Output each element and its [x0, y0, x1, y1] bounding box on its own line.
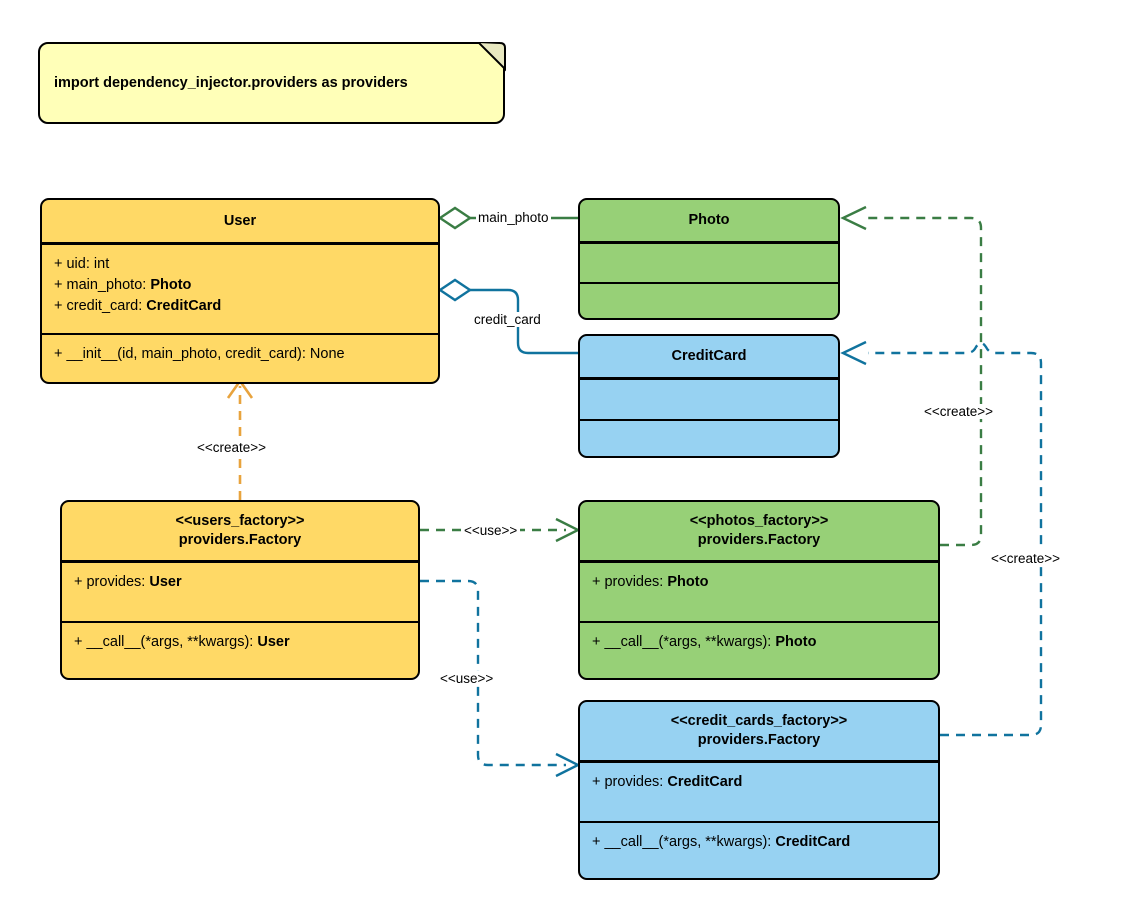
class-users-factory[interactable]: <<users_factory>> providers.Factory + pr… [60, 500, 420, 680]
class-photos-factory-methods: + __call__(*args, **kwargs): Photo [580, 623, 938, 678]
edge-label-photos-create: <<create>> [921, 404, 997, 419]
class-credit-cards-factory-methods: + __call__(*args, **kwargs): CreditCard [580, 823, 938, 878]
edge-label-main-photo: main_photo [476, 210, 551, 225]
class-credit-cards-factory-attributes: + provides: CreditCard [580, 763, 938, 821]
edge-label-users-use-cards: <<use>> [437, 671, 497, 686]
class-credit-card-title: CreditCard [671, 348, 747, 365]
edge-photos-create [840, 205, 983, 547]
class-photo-methods [580, 284, 838, 318]
class-users-factory-methods: + __call__(*args, **kwargs): User [62, 623, 418, 678]
divider [580, 820, 938, 823]
divider [62, 620, 418, 623]
method-row: + __call__(*args, **kwargs): CreditCard [592, 834, 851, 850]
import-note-text: import dependency_injector.providers as … [54, 75, 408, 91]
class-credit-cards-factory[interactable]: <<credit_cards_factory>> providers.Facto… [578, 700, 940, 880]
class-user[interactable]: User + uid: int + main_photo: Photo + cr… [40, 198, 440, 384]
class-name: providers.Factory [178, 532, 302, 548]
class-photo-attributes [580, 244, 838, 282]
divider [580, 760, 938, 763]
method-row: + __init__(id, main_photo, credit_card):… [54, 346, 345, 362]
stereotype: <<photos_factory>> [689, 513, 829, 530]
edge-label-credit-card: credit_card [472, 312, 543, 327]
class-photos-factory-title: <<photos_factory>> providers.Factory [580, 502, 938, 560]
stereotype: <<users_factory>> [175, 513, 305, 530]
divider [580, 281, 838, 284]
edge-label-users-use-photos: <<use>> [461, 523, 521, 538]
divider [42, 332, 438, 335]
class-photo-title: Photo [688, 212, 730, 229]
attribute-row: + provides: CreditCard [592, 773, 743, 790]
method-row: + __call__(*args, **kwargs): Photo [592, 634, 817, 650]
attribute-row: + provides: Photo [592, 573, 709, 590]
edge-label-cards-create: <<create>> [988, 551, 1064, 566]
class-credit-cards-factory-title: <<credit_cards_factory>> providers.Facto… [580, 702, 938, 760]
divider [580, 377, 838, 380]
attribute-row: + main_photo: Photo [54, 276, 192, 293]
class-users-factory-attributes: + provides: User [62, 563, 418, 621]
divider [580, 241, 838, 244]
divider [62, 560, 418, 563]
edge-cards-create [840, 340, 1043, 737]
class-users-factory-title: <<users_factory>> providers.Factory [62, 502, 418, 560]
attribute-row: + credit_card: CreditCard [54, 297, 222, 314]
class-photos-factory[interactable]: <<photos_factory>> providers.Factory + p… [578, 500, 940, 680]
class-user-attributes: + uid: int + main_photo: Photo + credit_… [42, 245, 438, 333]
edge-label-users-create: <<create>> [194, 440, 270, 455]
class-user-title: User [223, 212, 257, 229]
stereotype: <<credit_cards_factory>> [670, 713, 848, 730]
class-photo[interactable]: Photo [578, 198, 840, 320]
attribute-row: + provides: User [74, 573, 182, 590]
attribute-row: + uid: int [54, 255, 110, 272]
divider [580, 620, 938, 623]
divider [580, 560, 938, 563]
class-photos-factory-attributes: + provides: Photo [580, 563, 938, 621]
class-name: providers.Factory [697, 732, 821, 748]
import-note [38, 42, 505, 124]
note-fold-icon [478, 42, 506, 72]
method-row: + __call__(*args, **kwargs): User [74, 634, 290, 650]
divider [42, 242, 438, 245]
class-credit-card-attributes [580, 380, 838, 419]
class-credit-card[interactable]: CreditCard [578, 334, 840, 458]
class-user-methods: + __init__(id, main_photo, credit_card):… [42, 335, 438, 382]
class-credit-card-methods [580, 421, 838, 456]
class-name: providers.Factory [697, 532, 821, 548]
divider [580, 418, 838, 421]
